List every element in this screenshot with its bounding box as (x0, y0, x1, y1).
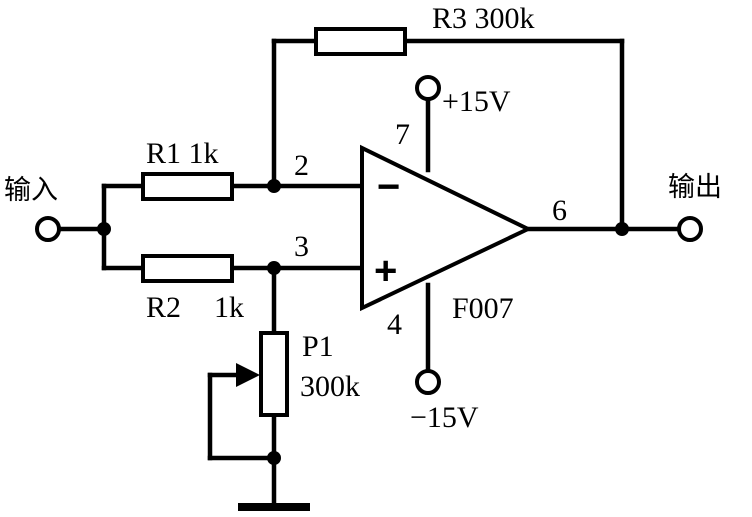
junction-node-3 (267, 261, 281, 275)
resistor-r1 (141, 172, 234, 201)
junction-dots (97, 179, 629, 465)
pin-7-label: 7 (395, 118, 410, 151)
p1-value-label: 300k (300, 370, 360, 403)
vplus-label: +15V (442, 85, 511, 118)
vminus-label: −15V (410, 401, 479, 434)
junction-wiper (267, 451, 281, 465)
p1-name-label: P1 (302, 330, 334, 363)
input-terminal (35, 216, 61, 242)
r1-label: R1 1k (146, 137, 219, 170)
opamp-plus-sign: + (374, 249, 397, 293)
opamp-model-label: F007 (452, 292, 514, 325)
pin-3-label: 3 (294, 230, 309, 263)
pin-2-label: 2 (294, 149, 309, 182)
vminus-terminal (415, 369, 441, 395)
pin-4-label: 4 (387, 308, 402, 341)
wiper-arrow-icon (236, 363, 260, 387)
output-label: 输出 (668, 172, 722, 203)
junction-input (97, 222, 111, 236)
resistor-r2 (141, 254, 234, 283)
pin-6-label: 6 (552, 194, 567, 227)
output-terminal (677, 216, 703, 242)
r3-label: R3 300k (432, 2, 535, 35)
resistor-r3 (314, 27, 407, 56)
junction-output (615, 222, 629, 236)
vplus-terminal (415, 75, 441, 101)
r2-name-label: R2 (146, 291, 181, 324)
input-label: 输入 (4, 175, 58, 206)
opamp-triangle (360, 144, 533, 312)
opamp-minus-sign: − (377, 165, 400, 209)
potentiometer-p1 (259, 331, 289, 417)
r2-value-label: 1k (214, 291, 244, 324)
junction-node-2 (267, 179, 281, 193)
